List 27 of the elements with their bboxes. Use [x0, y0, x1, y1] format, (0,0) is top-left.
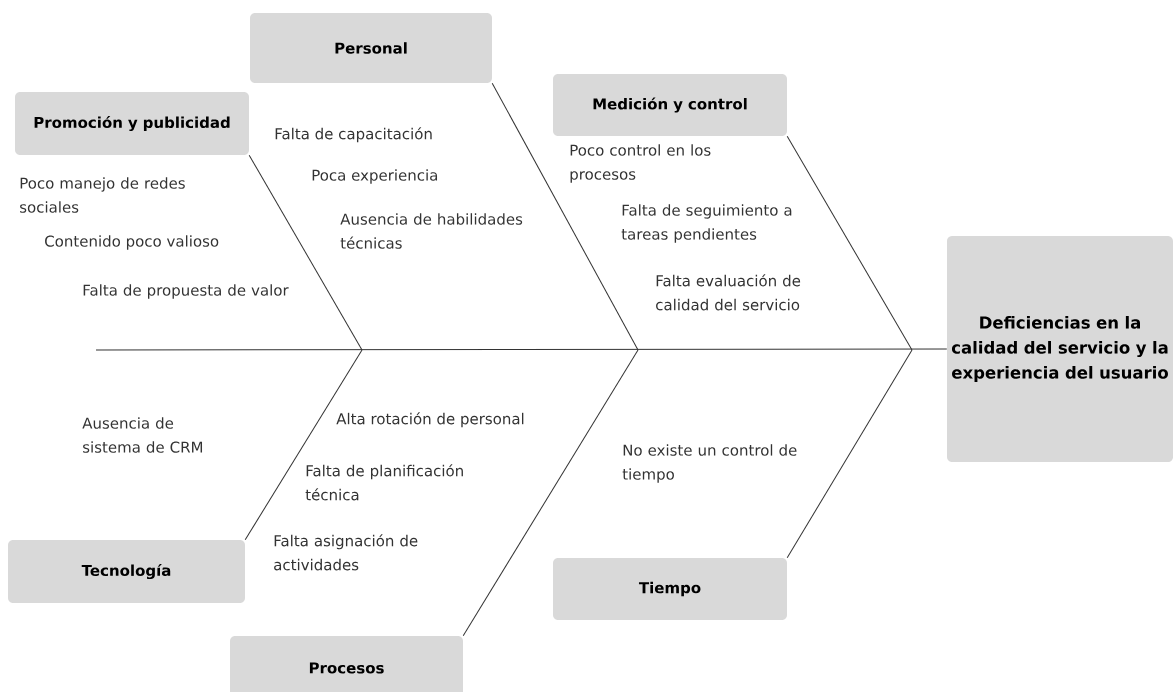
cause-text: Alta rotación de personal	[336, 412, 524, 428]
category-box: Medición y control	[553, 74, 787, 136]
cause-text: Contenido poco valioso	[45, 235, 219, 250]
cause-text: Falta evaluación de calidad del servicio	[656, 274, 801, 311]
cause-text: Falta de propuesta de valor	[83, 284, 289, 299]
cause-text: Ausencia de habilidades técnicas	[340, 213, 523, 249]
rib-line	[491, 82, 639, 351]
spine-line	[95, 348, 948, 351]
cause-text: Falta de planificación técnica	[305, 464, 463, 501]
rib-line	[248, 154, 363, 351]
rib-line	[244, 349, 363, 541]
rib-line	[786, 349, 913, 559]
category-box: Tiempo	[553, 558, 787, 620]
cause-text: Ausencia de sistema de CRM	[82, 417, 202, 453]
cause-text: No existe un control de tiempo	[622, 444, 797, 483]
rib-line	[786, 135, 913, 351]
effect-box: Deficiencias en la calidad del servicio y la experiencia del usuario	[947, 236, 1173, 462]
rib-line	[462, 349, 639, 637]
category-box: Promoción y publicidad	[15, 92, 249, 155]
cause-text: Falta de capacitación	[275, 127, 432, 143]
category-box: Tecnología	[8, 540, 245, 603]
cause-text: Poco manejo de redes sociales	[20, 177, 185, 213]
cause-text: Poca experiencia	[312, 169, 437, 184]
category-box: Procesos	[230, 636, 463, 692]
category-box: Personal	[250, 13, 492, 83]
cause-text: Falta asignación de actividades	[274, 534, 418, 571]
cause-text: Falta de seguimiento a tareas pendientes	[621, 204, 792, 243]
